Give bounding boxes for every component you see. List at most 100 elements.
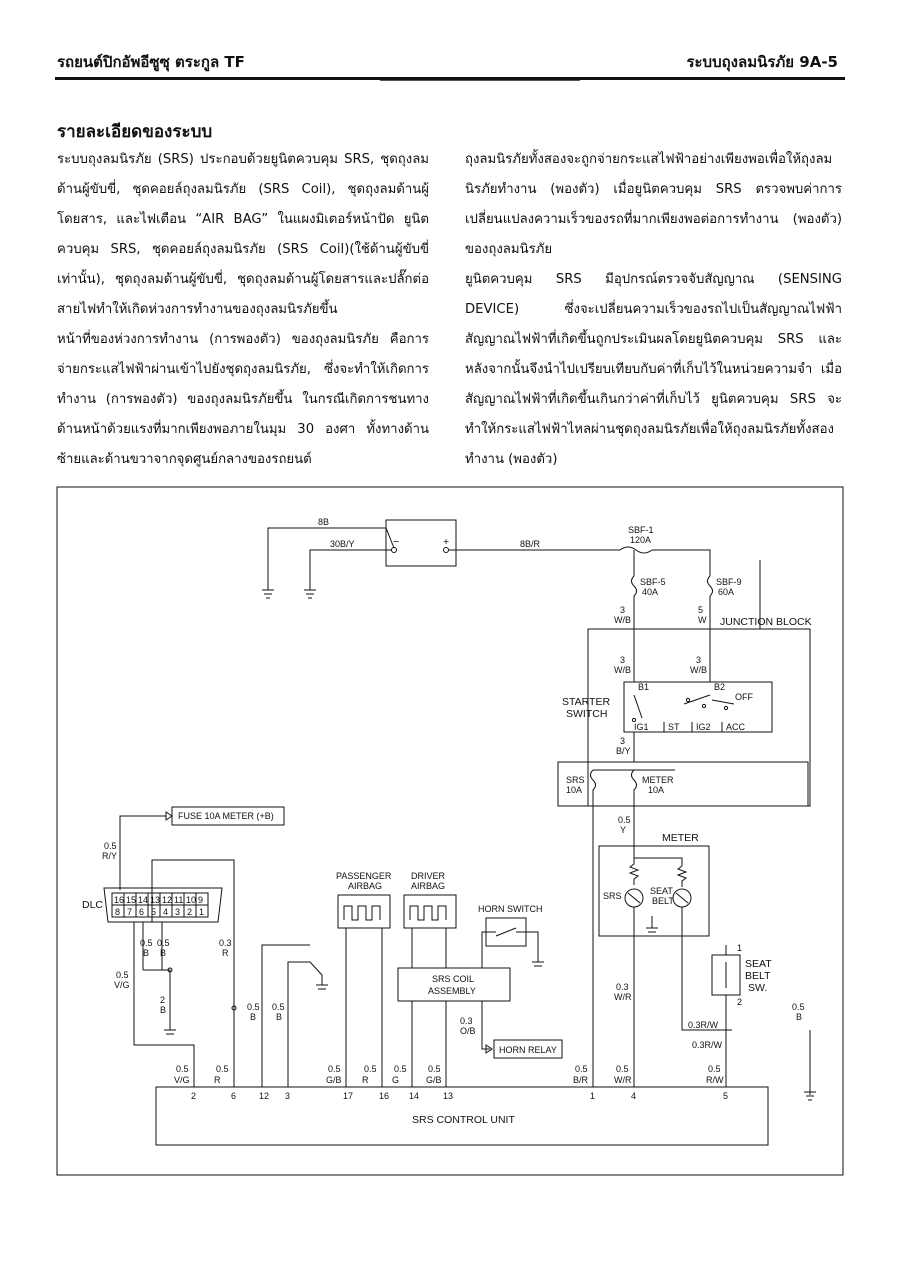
meter-box [598,845,710,937]
arrow [485,1044,493,1054]
ground-symbol [646,927,658,933]
dlc-pin-number: 8 [115,907,120,917]
dlc-pin-number: 9 [198,895,203,905]
driver-airbag [403,894,457,929]
passenger-airbag-label: PASSENGER [336,871,392,881]
splice [231,1005,237,1011]
arrow [165,811,173,821]
wire-color: O/B [460,1026,476,1036]
wire [516,931,539,962]
left-column: ระบบถุงลมนิรภัย (SRS) ประกอบด้วยยูนิตควบ… [57,145,429,475]
driver-airbag-label: DRIVER [411,871,446,881]
fuse-meter-label: METER [642,775,674,785]
wire-color: R/Y [102,851,117,861]
fuse-sbf5 [631,575,637,597]
wire [481,1001,490,1050]
wire-color: B [276,1012,282,1022]
wire-color: R [222,948,229,958]
wire [287,961,323,1087]
wire-gauge: 3 [620,736,625,746]
wire-label-8br: 8B/R [520,539,541,549]
dlc-pin-number: 15 [126,895,136,905]
pin-wire-gauge: 0.5 [176,1064,189,1074]
wire-gauge: 0.5 [157,938,170,948]
fuse-sbf9-amp: 60A [718,587,734,597]
ground-symbol [316,984,328,990]
fuse-srs [590,769,596,796]
fuse-sbf5-amp: 40A [642,587,658,597]
lamp-filament [675,892,689,904]
wire-color: W/B [614,615,631,625]
meter-srs-label: SRS [603,891,622,901]
wire-gauge: 3 [620,655,625,665]
wire-color: W/B [614,665,631,675]
passenger-airbag [337,894,391,929]
switch-ig1: IG1 [634,722,649,732]
wire-gauge: 0.3 [219,938,232,948]
seat-belt-sw-label: SW. [748,982,767,994]
horn-relay-label: HORN RELAY [499,1045,557,1055]
wire-8b [267,527,395,590]
wire-gauge: 0.5 [116,970,129,980]
wire [133,922,195,1087]
right-column: ถุงลมนิรภัยทั้งสองจะถูกจ่ายกระแสไฟฟ้าอย่… [465,145,842,475]
wire-color: B [250,1012,256,1022]
horn-relay-box [493,1039,563,1059]
pin-number: 12 [259,1091,269,1101]
wire-gauge: 3 [620,605,625,615]
starter-switch [623,681,773,733]
dlc-pin-number: 13 [150,895,160,905]
switch-contacts [631,694,735,732]
dlc-pin-number: 11 [174,895,183,905]
paragraph: ถุงลมนิรภัยทั้งสองจะถูกจ่ายกระแสไฟฟ้าอย่… [465,152,842,257]
srs-control-unit-label: SRS CONTROL UNIT [412,1114,515,1126]
wire [261,944,310,1087]
switch-st: ST [668,722,680,732]
pin-number: 5 [723,1091,728,1101]
starter-switch-label: STARTER [562,696,610,708]
meter-belt-label: BELT [652,896,674,906]
wire [633,846,683,866]
pin-wire-color: R/W [706,1075,724,1085]
dlc-pin-number: 2 [187,907,192,917]
wire-label-8b: 8B [318,517,329,527]
wire-label: 0.3R/W [688,1020,719,1030]
wire [151,859,235,1087]
wire [481,931,496,968]
pin-number: 17 [343,1091,353,1101]
pin-label: 1 [737,943,742,953]
pin-wire-color: W/R [614,1075,632,1085]
pin-number: 16 [379,1091,389,1101]
fuse-meter [631,769,637,796]
section-title: รายละเอียดของระบบ [57,122,213,142]
pin-number: 14 [409,1091,419,1101]
wire-color: B [160,1005,166,1015]
wire-gauge: 0.5 [618,815,631,825]
wire-color: W [698,615,707,625]
header-rule [55,77,845,80]
wire-gauge: 0.5 [272,1002,285,1012]
ground-symbol [262,589,274,599]
fuse-sbf1-amp: 120A [630,535,651,545]
switch-off: OFF [735,692,753,702]
wire-color: B/Y [616,746,631,756]
fuse-meter-label: FUSE 10A METER (+B) [178,811,274,821]
wire-gauge: 0.5 [792,1002,805,1012]
ground-symbol [532,961,544,967]
battery-minus: − [393,536,399,548]
ground-symbol [164,1029,176,1035]
pin-wire-color: G/B [326,1075,342,1085]
wire-color: Y [620,825,626,835]
header-right: ระบบถุงลมนิรภัย 9A-5 [686,53,838,71]
wire-color: B [160,948,166,958]
squib-element [409,905,447,921]
horn-switch-label: HORN SWITCH [478,904,543,914]
fuse-meter-amp: 10A [648,785,664,795]
pin-number: 4 [631,1091,636,1101]
pin-wire-gauge: 0.5 [328,1064,341,1074]
fuse-srs-label: SRS [566,775,585,785]
wire [652,549,711,576]
wire-gauge: 0.5 [140,938,153,948]
battery-plus-terminal [443,547,449,553]
